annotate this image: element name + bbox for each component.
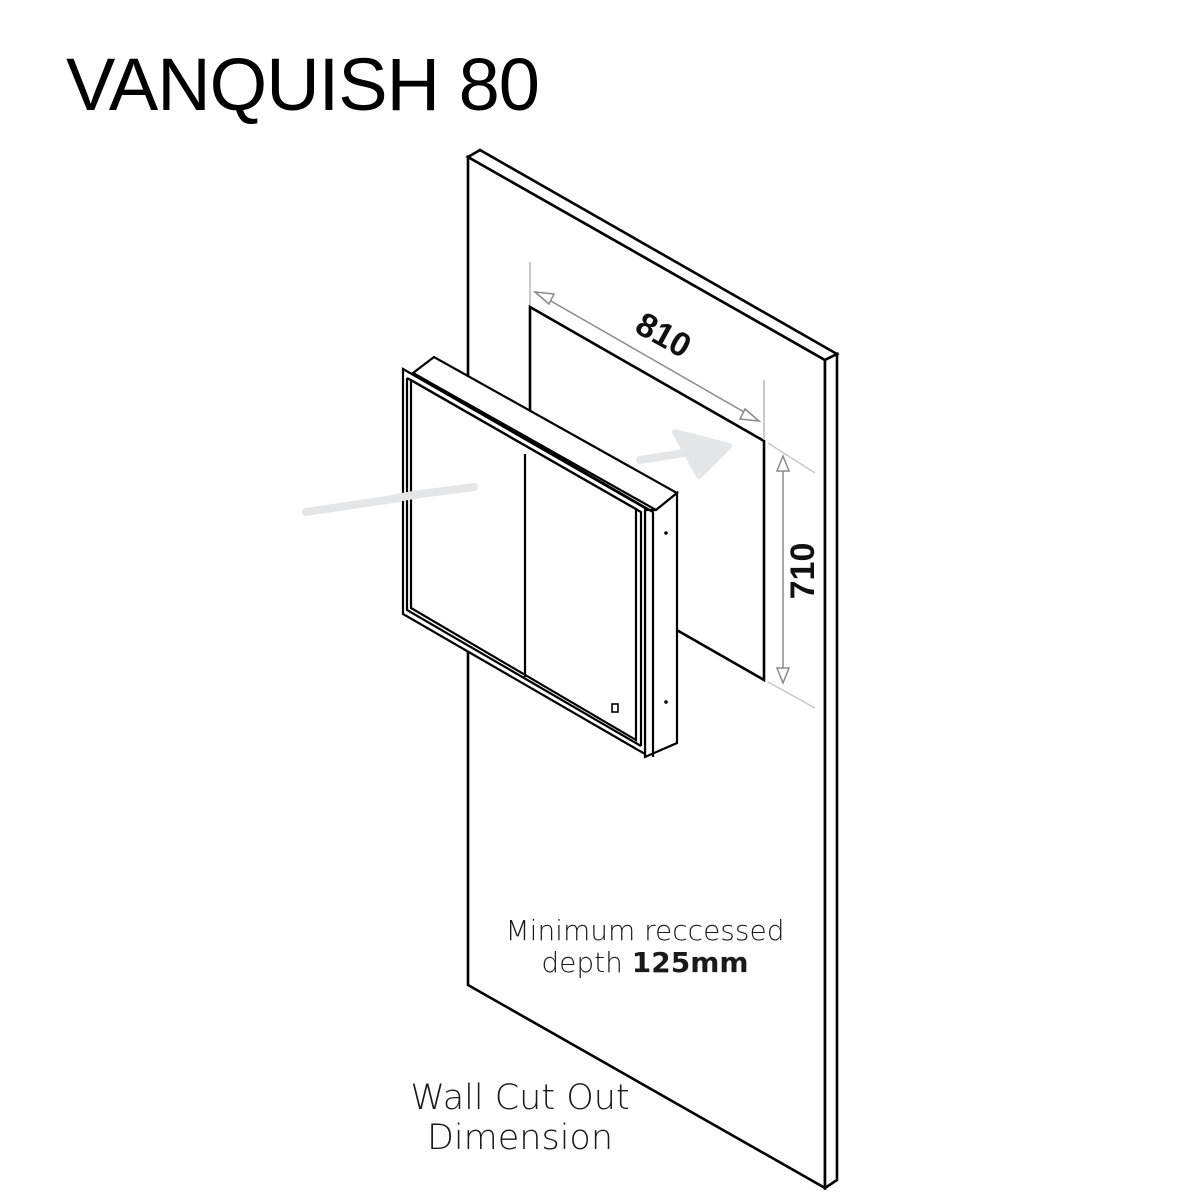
- recess-depth-prefix: depth: [541, 946, 632, 980]
- height-dimension-label: 710: [784, 543, 822, 600]
- wall-cutout-line2: Dimension: [426, 1118, 614, 1159]
- wall-cutout-note: Wall Cut Out Dimension: [385, 1078, 655, 1159]
- recess-depth-value: 125mm: [631, 946, 749, 980]
- insertion-arrow-frame-gap: [395, 490, 421, 502]
- recess-depth-note: Minimum reccessed depth 125mm: [470, 914, 820, 979]
- wall-cutout-line1: Wall Cut Out: [410, 1078, 630, 1118]
- insertion-arrow-overlay: [409, 483, 478, 499]
- recess-depth-line1: Minimum reccessed: [505, 914, 785, 947]
- recess-depth-line2: depth 125mm: [470, 947, 820, 979]
- height-dimension: 710: [767, 442, 822, 709]
- product-title: VANQUISH 80: [66, 43, 540, 126]
- mirror-cabinet: [401, 355, 679, 759]
